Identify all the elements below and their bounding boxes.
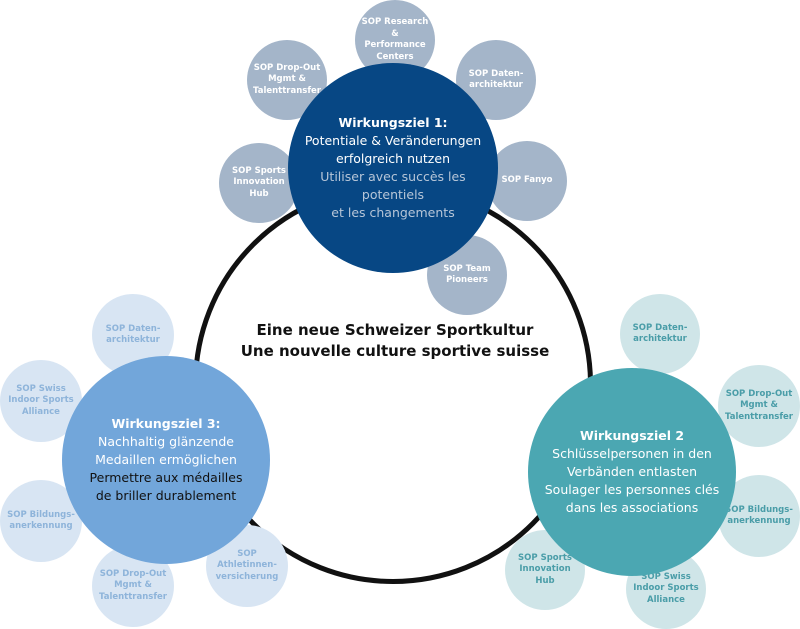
sop-team-pioneers-1: SOP Team Pioneers bbox=[427, 235, 507, 315]
wirkungsziel-2-circle: Wirkungsziel 2 Schlüsselpersonen in den … bbox=[528, 368, 736, 576]
wirkungsziel-1-circle: Wirkungsziel 1: Potentiale & Veränderung… bbox=[288, 63, 498, 273]
sop-swiss-indoor-sports-alliance-3: SOP Swiss Indoor Sports Alliance bbox=[0, 360, 82, 442]
sop-bildungsanerkennung-2: SOP Bildungs- anerkennung bbox=[718, 475, 800, 557]
sop-sports-innovation-hub-1: SOP Sports Innovation Hub bbox=[219, 143, 299, 223]
center-title-de: Eine neue Schweizer Sportkultur bbox=[256, 321, 534, 339]
wirkungsziel-2-title: Wirkungsziel 2 bbox=[579, 428, 685, 443]
wirkungsziel-1-title: Wirkungsziel 1: bbox=[338, 115, 448, 130]
sop-athletinnenversicherung-3: SOP Athletinnen- versicherung bbox=[206, 525, 288, 607]
sop-fanyo-1: SOP Fanyo bbox=[487, 141, 567, 221]
wirkungsziel-3-title: Wirkungsziel 3: bbox=[111, 416, 221, 431]
sop-bildungsanerkennung-3: SOP Bildungs- anerkennung bbox=[0, 480, 82, 562]
wirkungsziel-3-circle: Wirkungsziel 3: Nachhaltig glänzende Med… bbox=[62, 356, 270, 564]
sop-datenarchitektur-2: SOP Daten- architektur bbox=[620, 294, 700, 374]
sop-drop-out-mgmt-talenttransfer-2: SOP Drop-Out Mgmt & Talenttransfer bbox=[718, 365, 800, 447]
center-title-fr: Une nouvelle culture sportive suisse bbox=[240, 342, 550, 360]
center-title: Eine neue Schweizer Sportkultur Une nouv… bbox=[230, 320, 560, 362]
sop-drop-out-mgmt-talenttransfer-1: SOP Drop-Out Mgmt & Talenttransfer bbox=[247, 40, 327, 120]
